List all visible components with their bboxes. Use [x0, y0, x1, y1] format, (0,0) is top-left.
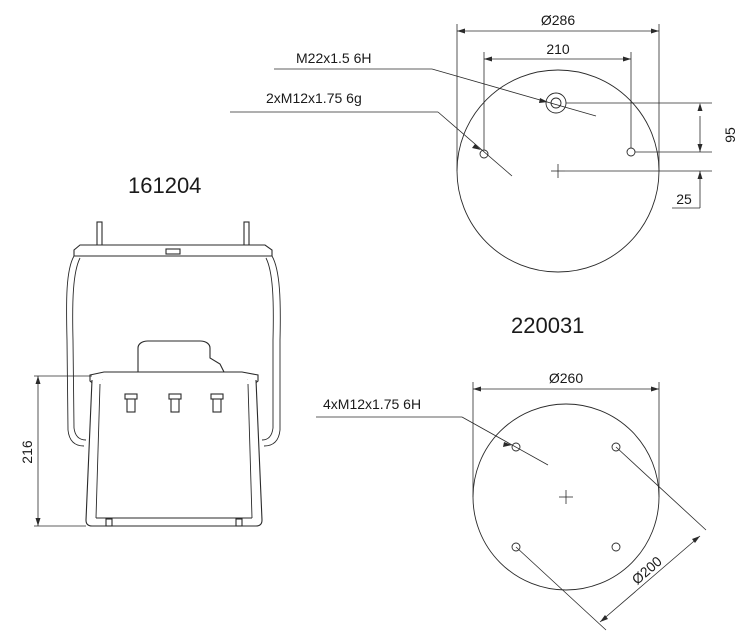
- stud-hole-right: [626, 147, 636, 157]
- top-studs: [96, 221, 250, 249]
- center-thread-label: M22x1.5 6H: [296, 50, 371, 66]
- bellows-outer: [66, 255, 281, 447]
- bottom-thread-label: 4xM12x1.75 6H: [323, 396, 421, 412]
- bottom-diameter-dimension: Ø260: [472, 370, 660, 497]
- bolt-circle-dimension: Ø200: [515, 446, 707, 631]
- bottom-part-number: 220031: [511, 313, 584, 338]
- air-spring-side-view: 161204: [19, 173, 281, 527]
- bottom-plate-plan-view: 220031 Ø260 4xM12x1.75 6H: [316, 313, 707, 631]
- top-diameter-dimension: Ø286: [456, 12, 660, 171]
- offset-dimension-25: 25: [565, 170, 712, 209]
- offset-95-value: 95: [722, 127, 738, 143]
- height-value: 216: [19, 440, 35, 464]
- bolt-spacing-value: 210: [546, 41, 570, 57]
- top-diameter-value: Ø286: [541, 12, 575, 28]
- center-thread-callout: M22x1.5 6H: [274, 50, 597, 117]
- bottom-studs: [124, 393, 224, 413]
- piston-dome: [137, 340, 225, 373]
- height-dimension: 216: [19, 375, 92, 527]
- bellows-part-number: 161204: [128, 173, 201, 198]
- offset-25-value: 25: [676, 191, 692, 207]
- center-thread-hole: [545, 92, 567, 114]
- top-plate-plan-view: Ø286 210 M22x1.5 6H 2xM12x1.75 6g: [230, 12, 738, 273]
- bottom-diameter-value: Ø260: [549, 370, 583, 386]
- bolt-circle-value: Ø200: [629, 553, 666, 588]
- offset-dimension-95: 95: [566, 102, 738, 153]
- piston-body: [85, 379, 263, 527]
- bellows-inner: [72, 257, 274, 441]
- bolt-spacing-dimension: 210: [483, 41, 632, 150]
- stud-thread-label: 2xM12x1.75 6g: [266, 90, 362, 106]
- stud-thread-callout: 2xM12x1.75 6g: [230, 90, 513, 177]
- bottom-thread-callout: 4xM12x1.75 6H: [316, 396, 549, 466]
- bottom-bolt-holes: [511, 442, 621, 552]
